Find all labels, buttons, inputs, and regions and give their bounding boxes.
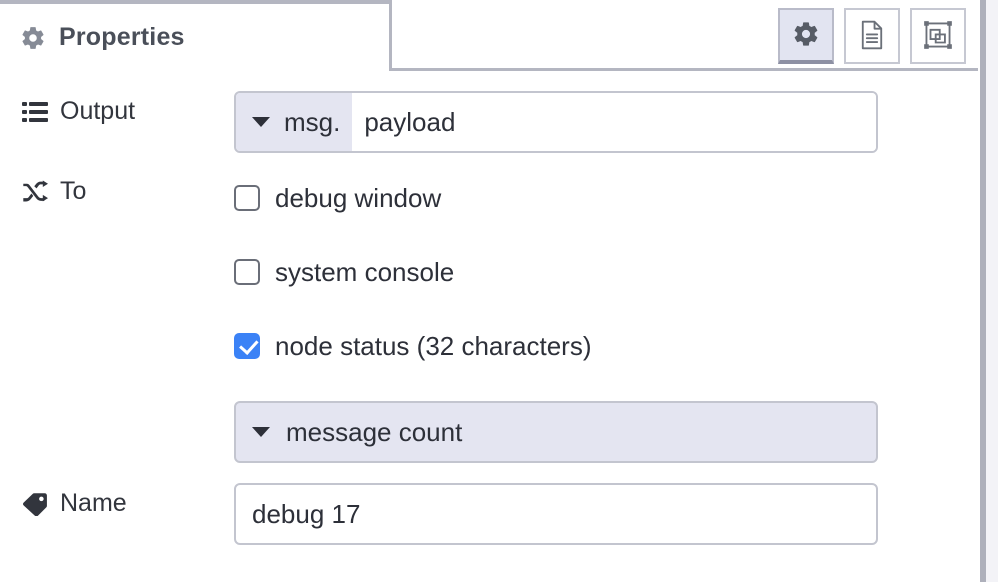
node-status-type-value: message count xyxy=(286,416,463,447)
name-label-group: Name xyxy=(22,483,234,518)
properties-tab-button[interactable] xyxy=(778,8,834,64)
tab-properties-label: Properties xyxy=(59,23,185,51)
form-row-to: To debug window system console node stat… xyxy=(0,171,978,463)
output-field: msg. payload xyxy=(234,91,978,153)
output-typed-input[interactable]: msg. payload xyxy=(234,91,878,153)
output-label-group: Output xyxy=(22,91,234,126)
tag-icon xyxy=(22,492,48,516)
properties-panel: Properties xyxy=(0,0,978,582)
gear-icon xyxy=(792,20,820,51)
output-type-selector[interactable]: msg. xyxy=(236,93,353,151)
name-field: debug 17 xyxy=(234,483,978,545)
to-field: debug window system console node status … xyxy=(234,171,978,463)
list-icon xyxy=(22,101,48,123)
checkbox-node-status[interactable]: node status (32 characters) xyxy=(234,319,978,373)
checkbox-debug-window-box[interactable] xyxy=(234,185,260,211)
name-label: Name xyxy=(60,489,127,517)
checkbox-node-status-box[interactable] xyxy=(234,333,260,359)
name-input[interactable]: debug 17 xyxy=(234,483,878,545)
to-label-group: To xyxy=(22,171,234,206)
output-type-label: msg. xyxy=(284,106,341,137)
properties-form: Output msg. payload xyxy=(0,91,978,545)
shuffle-icon xyxy=(22,180,48,204)
node-status-type-select[interactable]: message count xyxy=(234,401,878,463)
chevron-down-icon xyxy=(252,427,270,437)
output-property-input[interactable]: payload xyxy=(352,93,876,151)
checkbox-system-console-label: system console xyxy=(275,256,455,287)
panel-resize-handle[interactable] xyxy=(980,0,986,582)
chevron-down-icon xyxy=(252,117,270,127)
document-icon xyxy=(858,20,886,53)
panel-tabbar: Properties xyxy=(0,0,978,74)
description-tab-button[interactable] xyxy=(844,8,900,64)
checkbox-debug-window[interactable]: debug window xyxy=(234,171,978,225)
to-label: To xyxy=(60,177,87,205)
tab-properties[interactable]: Properties xyxy=(0,0,392,74)
panel-tab-buttons xyxy=(778,8,966,64)
checkbox-system-console-box[interactable] xyxy=(234,259,260,285)
appearance-tab-button[interactable] xyxy=(910,8,966,64)
checkbox-system-console[interactable]: system console xyxy=(234,245,978,299)
flow-canvas-background xyxy=(986,0,998,582)
output-label: Output xyxy=(60,97,136,125)
form-row-name: Name debug 17 xyxy=(0,483,978,545)
checkbox-node-status-label: node status (32 characters) xyxy=(275,330,592,361)
form-row-output: Output msg. payload xyxy=(0,91,978,153)
appearance-icon xyxy=(923,20,953,53)
gear-icon xyxy=(20,25,46,51)
checkbox-debug-window-label: debug window xyxy=(275,182,442,213)
